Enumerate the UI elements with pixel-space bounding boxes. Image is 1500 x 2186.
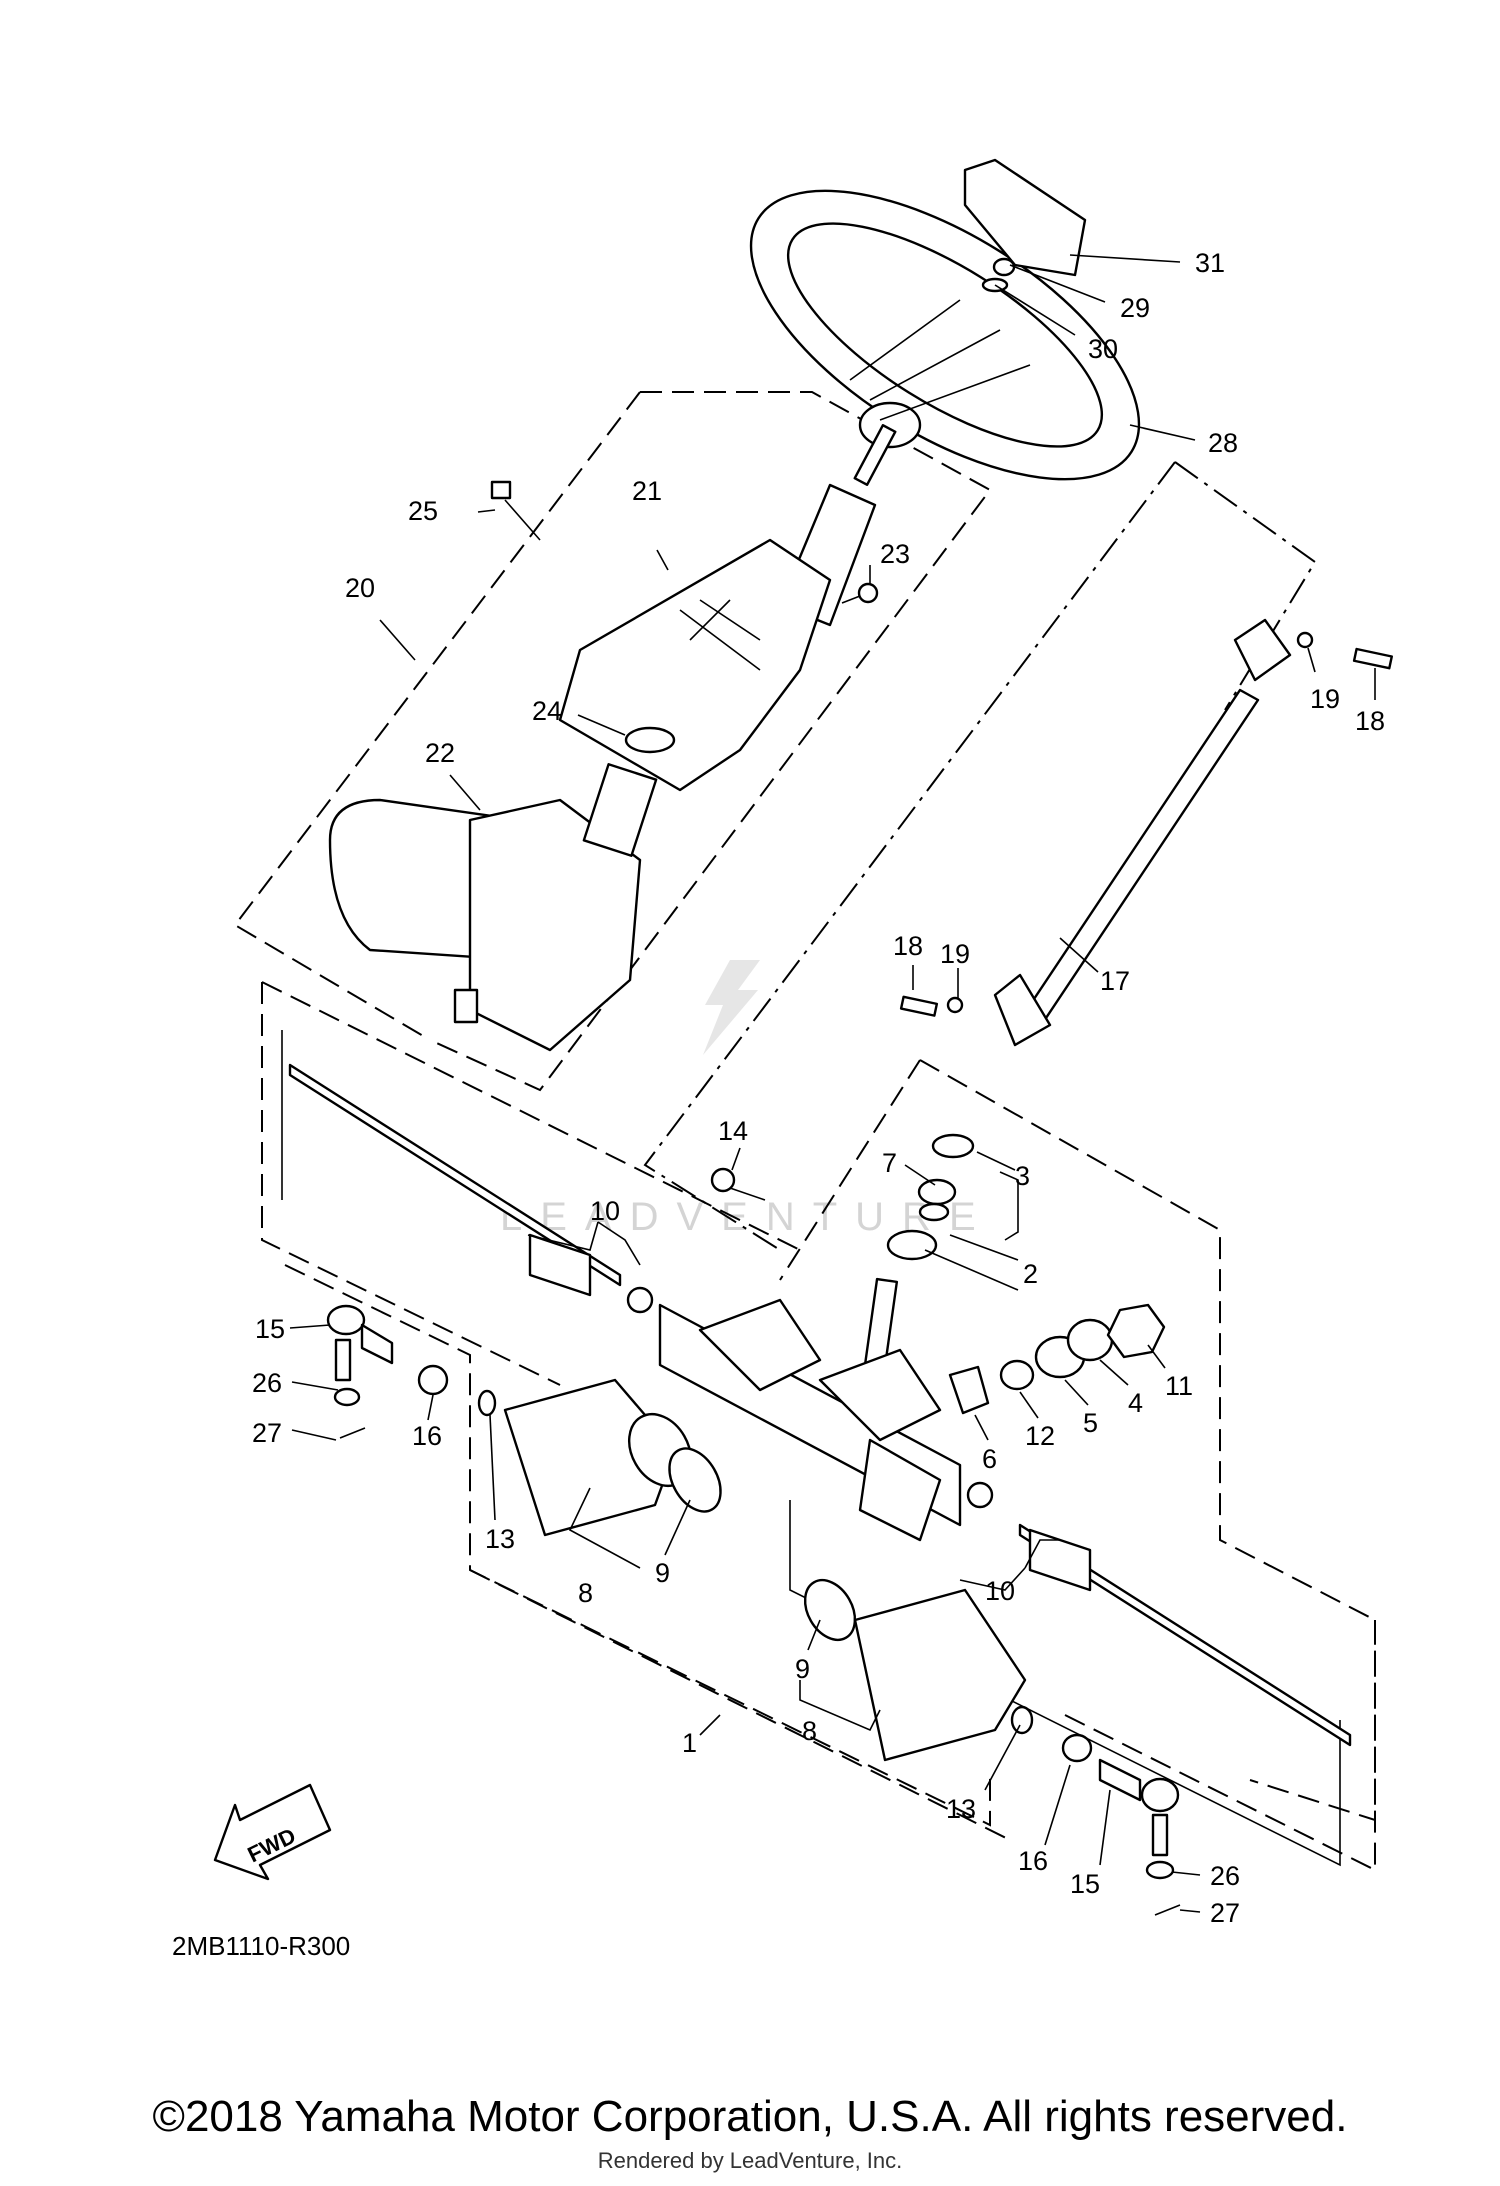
callout-9-left: 9 (655, 1558, 670, 1588)
callout-11: 11 (1165, 1371, 1193, 1401)
callout-18-lower: 18 (893, 931, 923, 961)
adjuster-parts (948, 1303, 1166, 1415)
steering-column (558, 424, 897, 792)
callout-15-left: 15 (255, 1314, 285, 1344)
callout-21: 21 (632, 476, 662, 506)
callout-10-right: 10 (985, 1576, 1015, 1606)
fwd-arrow-icon: FWD (213, 1783, 332, 1881)
tie-rod-right (966, 1481, 1352, 1747)
callout-26-right: 26 (1210, 1861, 1240, 1891)
callout-13-right: 13 (946, 1794, 976, 1824)
eps-motor-unit (328, 763, 658, 1052)
drawing-code: 2MB1110-R300 (172, 1931, 350, 1961)
callout-5: 5 (1083, 1408, 1098, 1438)
steering-wheel (749, 189, 1141, 481)
tie-rod-left (288, 1063, 654, 1314)
boot-left (477, 1378, 722, 1537)
callout-16-left: 16 (412, 1421, 442, 1451)
pinion-parts (861, 1133, 975, 1383)
callout-27-right: 27 (1210, 1898, 1240, 1928)
callout-14: 14 (718, 1116, 748, 1146)
callout-12: 12 (1025, 1421, 1055, 1451)
callout-7: 7 (882, 1148, 897, 1178)
callout-26-left: 26 (252, 1368, 282, 1398)
steering-wheel-cover (963, 158, 1087, 277)
seal-24 (624, 726, 676, 754)
callout-30: 30 (1088, 334, 1118, 364)
callout-23: 23 (880, 539, 910, 569)
callout-6: 6 (982, 1444, 997, 1474)
callout-18-upper: 18 (1355, 706, 1385, 736)
intermediate-shaft (899, 618, 1393, 1047)
leader-lines (289, 254, 1376, 1913)
callout-22: 22 (425, 738, 455, 768)
callout-15-right: 15 (1070, 1869, 1100, 1899)
watermark: LEADVENTURE (500, 960, 994, 1239)
callout-31: 31 (1195, 248, 1225, 278)
callout-24: 24 (532, 696, 562, 726)
copyright-notice: ©2018 Yamaha Motor Corporation, U.S.A. A… (152, 2092, 1348, 2141)
bolt-25 (490, 480, 541, 541)
rack-housing (658, 1298, 962, 1542)
callout-8-left: 8 (578, 1578, 593, 1608)
callout-13-left: 13 (485, 1524, 515, 1554)
callout-2: 2 (1023, 1259, 1038, 1289)
callout-8-right: 8 (802, 1716, 817, 1746)
callout-25: 25 (408, 496, 438, 526)
callout-10-left: 10 (590, 1196, 620, 1226)
rendered-by-notice: Rendered by LeadVenture, Inc. (597, 2148, 903, 2173)
bolt-23 (841, 582, 879, 604)
callout-28: 28 (1208, 428, 1238, 458)
tie-rod-end-right (1061, 1733, 1181, 1916)
callout-27-left: 27 (252, 1418, 282, 1448)
callout-29: 29 (1120, 293, 1150, 323)
callout-19-lower: 19 (940, 939, 970, 969)
callout-1: 1 (682, 1728, 697, 1758)
callout-20: 20 (345, 573, 375, 603)
watermark-text: LEADVENTURE (500, 1195, 994, 1239)
callout-17: 17 (1100, 966, 1130, 996)
bolt-14 (710, 1167, 766, 1201)
tie-rod-end-left (326, 1304, 449, 1439)
callout-16-right: 16 (1018, 1846, 1048, 1876)
group-boundaries (233, 391, 1376, 1872)
callout-19-upper: 19 (1310, 684, 1340, 714)
callout-labels: 31 29 30 28 25 21 23 20 24 22 19 18 18 1… (252, 248, 1385, 1928)
callout-3: 3 (1015, 1161, 1030, 1191)
callout-9-right: 9 (795, 1654, 810, 1684)
callout-4: 4 (1128, 1388, 1143, 1418)
